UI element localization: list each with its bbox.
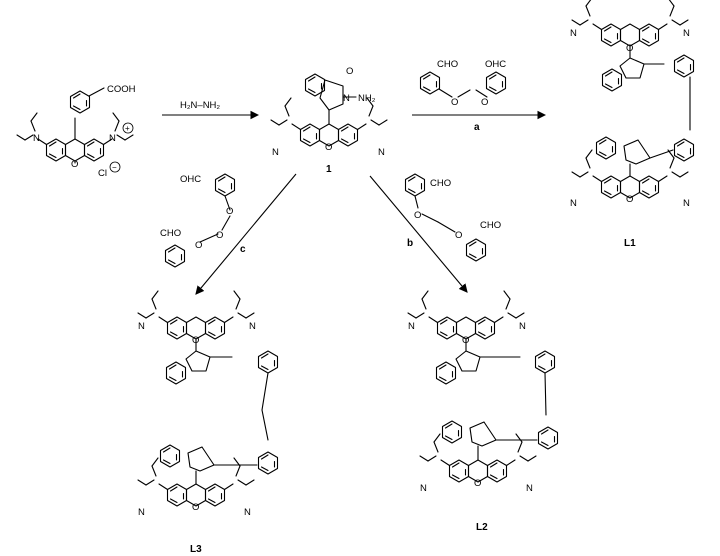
l3-n-1: N	[138, 321, 145, 332]
l3-n-2: N	[249, 321, 256, 332]
amine-left-1-label: N	[272, 147, 279, 158]
l2-label: L2	[476, 522, 488, 533]
l1-o-top: O	[626, 43, 633, 54]
negative-charge-label: −	[112, 163, 117, 172]
route-c-label: c	[240, 244, 246, 255]
amine-right-label: N	[109, 133, 116, 144]
l2-o-bottom: O	[474, 478, 481, 489]
chloride-label: Cl	[98, 168, 107, 179]
route-b-ether-o1: O	[414, 210, 421, 221]
l2-n-3: N	[420, 483, 427, 494]
route-b-arrow	[369, 175, 468, 293]
ring-oxygen-label: O	[71, 159, 78, 170]
l1-n-4: N	[683, 198, 690, 209]
l1-n-3: N	[570, 198, 577, 209]
compound-1-label: 1	[326, 164, 332, 175]
positive-charge-icon	[122, 122, 134, 134]
route-a-aldehyde-structure	[419, 71, 507, 98]
l3-n-4: N	[244, 507, 251, 518]
l1-label: L1	[624, 238, 636, 249]
route-c-arrow	[195, 173, 297, 295]
ring-n-label: N	[343, 93, 350, 104]
route-c-ether-o2: O	[216, 230, 223, 241]
route-b-label: b	[407, 238, 413, 249]
route-a-ether-o1: O	[451, 97, 458, 108]
nh2-label: NH₂	[358, 93, 376, 104]
l2-n-2: N	[519, 321, 526, 332]
route-c-ether-o3: O	[195, 240, 202, 251]
l2-structure	[408, 291, 559, 482]
l3-o-bottom: O	[192, 502, 199, 513]
l2-n-4: N	[526, 483, 533, 494]
negative-charge-icon	[109, 161, 121, 173]
l3-structure	[138, 291, 279, 506]
route-a-label: a	[474, 122, 480, 133]
route-c-cho-top: OHC	[180, 174, 201, 185]
rhodamine-b-structure	[17, 87, 133, 164]
route-c-ether-o1: O	[226, 206, 233, 217]
amine-left-label: N	[33, 133, 40, 144]
route-a-cho-left: CHO	[437, 59, 458, 70]
l1-n-1: N	[570, 28, 577, 39]
l1-structure	[572, 0, 695, 198]
cooh-label: COOH	[107, 84, 136, 95]
amine-right-1-label: N	[378, 147, 385, 158]
l1-o-bottom: O	[626, 194, 633, 205]
route-b-cho-bottom: CHO	[480, 220, 501, 231]
hydrazine-reagent-label: H₂N–NH₂	[180, 100, 220, 111]
route-a-ether-o2: O	[481, 97, 488, 108]
positive-charge-label: +	[125, 124, 130, 133]
route-b-ether-o2: O	[455, 230, 462, 241]
l2-n-1: N	[408, 321, 415, 332]
l3-n-3: N	[138, 507, 145, 518]
route-b-cho-top: CHO	[430, 178, 451, 189]
l3-label: L3	[190, 544, 202, 555]
carbonyl-o-label: O	[346, 66, 353, 77]
route-c-cho-bottom: CHO	[160, 228, 181, 239]
route-a-cho-right: OHC	[485, 59, 506, 70]
l3-o-top: O	[192, 335, 199, 346]
route-b-aldehyde-structure	[404, 173, 487, 262]
l1-n-2: N	[683, 28, 690, 39]
l2-o-top: O	[462, 335, 469, 346]
route-c-aldehyde-structure	[164, 173, 236, 268]
compound-1-structure	[271, 73, 387, 146]
ring-oxygen-1-label: O	[325, 142, 332, 153]
